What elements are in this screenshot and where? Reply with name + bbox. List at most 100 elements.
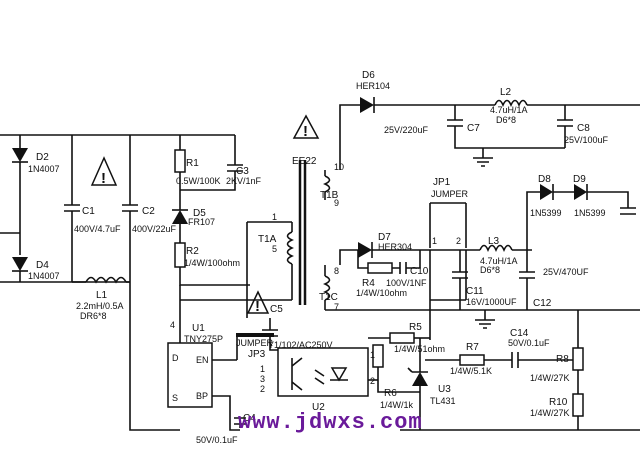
t1-pin5: 5 bbox=[272, 244, 277, 254]
u1-pin-s: S bbox=[172, 393, 178, 403]
r6-value: 1/4W/1k bbox=[380, 400, 414, 410]
r7-label: R7 bbox=[466, 342, 479, 353]
t1-pin9: 9 bbox=[334, 198, 339, 208]
c7-value: 25V/220uF bbox=[384, 125, 429, 135]
svg-text:!: ! bbox=[101, 170, 106, 187]
d9-label: D9 bbox=[573, 174, 586, 185]
c4-value: 50V/0.1uF bbox=[196, 435, 238, 445]
u1-chip bbox=[167, 342, 213, 408]
watermark-text: www.jdwxs.com bbox=[238, 410, 423, 435]
l3-value: 4.7uH/1A bbox=[480, 256, 518, 266]
warning-triangle-icon: ! bbox=[292, 114, 320, 140]
r2-label: R2 bbox=[186, 246, 199, 257]
d8-label: D8 bbox=[538, 174, 551, 185]
d9-value: 1N5399 bbox=[574, 208, 606, 218]
u1-pin-d: D bbox=[172, 353, 179, 363]
t1b-label: T1B bbox=[320, 190, 339, 201]
u3-value: TL431 bbox=[430, 396, 456, 406]
r8-label: R8 bbox=[556, 354, 569, 365]
r1-label: R1 bbox=[186, 158, 199, 169]
r7-value: 1/4W/5.1K bbox=[450, 366, 492, 376]
output-lower bbox=[325, 184, 636, 340]
c7-label: C7 bbox=[467, 123, 480, 134]
r1-value: 0.5W/100K bbox=[176, 176, 221, 186]
d4-label: D4 bbox=[36, 260, 49, 271]
l2-core: D6*8 bbox=[496, 115, 516, 125]
t1-pin7: 7 bbox=[334, 302, 339, 312]
u1-label: U1 bbox=[192, 323, 205, 334]
c14-label: C14 bbox=[510, 328, 529, 339]
c11-label: C11 bbox=[466, 286, 484, 297]
l2-value: 4.7uH/1A bbox=[490, 105, 528, 115]
c1-label: C1 bbox=[82, 206, 95, 217]
r10-label: R10 bbox=[549, 397, 568, 408]
jp1-value: JUMPER bbox=[431, 189, 469, 199]
u1-value: TNY275P bbox=[184, 334, 223, 344]
d7-label: D7 bbox=[378, 232, 391, 243]
feedback-section bbox=[172, 309, 640, 431]
output-upper bbox=[339, 97, 640, 170]
c8-label: C8 bbox=[577, 123, 590, 134]
u1-pin-bp: BP bbox=[196, 391, 208, 401]
jp3-pin3: 3 bbox=[260, 374, 265, 384]
primary-section bbox=[167, 134, 292, 431]
c1-value: 400V/4.7uF bbox=[74, 224, 121, 234]
l1-core: DR6*8 bbox=[80, 311, 107, 321]
r4-value: 1/4W/10ohm bbox=[356, 288, 407, 298]
r5-value: 1/4W/51ohm bbox=[394, 344, 445, 354]
d9-diode-symbol bbox=[574, 184, 587, 200]
d7-value: HER304 bbox=[378, 242, 412, 252]
r2-value: 1/4W/100ohm bbox=[184, 258, 240, 268]
c10-value: 100V/1NF bbox=[386, 278, 427, 288]
r4-label: R4 bbox=[362, 278, 375, 289]
c2-label: C2 bbox=[142, 206, 155, 217]
d2-value: 1N4007 bbox=[28, 164, 60, 174]
svg-text:!: ! bbox=[303, 123, 308, 140]
c11-value: 16V/1000UF bbox=[466, 297, 517, 307]
c14-value: 50V/0.1uF bbox=[508, 338, 550, 348]
d6-value: HER104 bbox=[356, 81, 390, 91]
t1a-label: T1A bbox=[258, 234, 277, 245]
u2-pin2: 2 bbox=[370, 376, 375, 386]
d6-diode-symbol bbox=[360, 97, 374, 113]
l1-label: L1 bbox=[96, 290, 108, 301]
t1-pin1: 1 bbox=[272, 212, 277, 222]
t1c-label: T1C bbox=[319, 292, 338, 303]
warning-triangle-icon: ! bbox=[246, 290, 270, 315]
jp1-label: JP1 bbox=[433, 177, 451, 188]
d5-value: FR107 bbox=[188, 217, 215, 227]
c12-value: 25V/470UF bbox=[543, 267, 589, 277]
c2-value: 400V/22uF bbox=[132, 224, 177, 234]
u3-label: U3 bbox=[438, 384, 451, 395]
jp1-pin1: 1 bbox=[432, 236, 437, 246]
c5-value: Y1/102/AC250V bbox=[268, 340, 333, 350]
jp3-pin1: 1 bbox=[260, 364, 265, 374]
c3-label: C3 bbox=[236, 166, 249, 177]
input-section bbox=[0, 134, 180, 431]
d5-label: D5 bbox=[193, 208, 206, 219]
jp1-pin2: 2 bbox=[456, 236, 461, 246]
r6-label: R6 bbox=[384, 388, 397, 399]
t1-pin8: 8 bbox=[334, 266, 339, 276]
u1-pin-en: EN bbox=[196, 355, 209, 365]
c4-label: C4 bbox=[243, 413, 256, 424]
d2-label: D2 bbox=[36, 152, 49, 163]
d2-diode-symbol bbox=[12, 148, 28, 162]
c10-label: C10 bbox=[410, 266, 429, 277]
r8-value: 1/4W/27K bbox=[530, 373, 570, 383]
d6-label: D6 bbox=[362, 70, 375, 81]
t1-pin10: 10 bbox=[334, 162, 344, 172]
r10-value: 1/4W/27K bbox=[530, 408, 570, 418]
c3-value: 2KV/1nF bbox=[226, 176, 262, 186]
l3-core: D6*8 bbox=[480, 265, 500, 275]
ee22-label: EE22 bbox=[292, 156, 317, 167]
warning-triangle-icon: ! bbox=[90, 156, 118, 187]
l3-label: L3 bbox=[488, 236, 500, 247]
c8-value: 25V/100uF bbox=[564, 135, 609, 145]
u2-pin1: 1 bbox=[370, 350, 375, 360]
c12-label: C12 bbox=[533, 298, 552, 309]
jp3-label: JP3 bbox=[248, 349, 266, 360]
d5-diode-symbol bbox=[172, 210, 188, 224]
r5-label: R5 bbox=[409, 322, 422, 333]
